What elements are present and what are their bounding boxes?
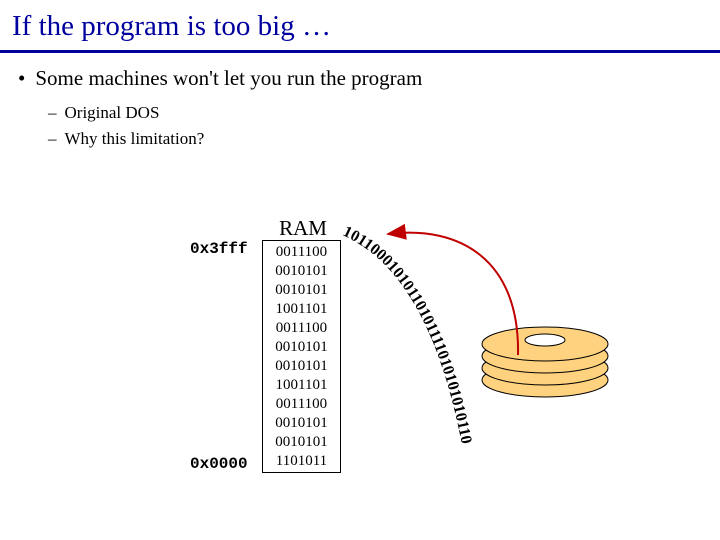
- subbullet-item: –Original DOS: [48, 103, 159, 123]
- ram-row: 0010101: [275, 358, 328, 374]
- top-address-label: 0x3fff: [190, 240, 248, 258]
- ram-row: 0011100: [275, 320, 328, 336]
- ram-label: RAM: [279, 216, 327, 240]
- subbullet-text: Why this limitation?: [64, 129, 205, 148]
- bottom-address-label: 0x0000: [190, 455, 248, 473]
- ram-row: 1101011: [275, 453, 328, 469]
- disk-stack-icon: [481, 326, 609, 398]
- ram-row: 1001101: [275, 301, 328, 317]
- bullet-text: Some machines won't let you run the prog…: [35, 66, 423, 90]
- subbullet-text: Original DOS: [64, 103, 160, 122]
- binary-stream-textpath: 10110001010110101111010101010110: [340, 223, 474, 445]
- ram-row: 0010101: [275, 282, 328, 298]
- load-arrow: [386, 223, 520, 356]
- subbullet-item: –Why this limitation?: [48, 129, 204, 149]
- bullet-item: • Some machines won't let you run the pro…: [18, 66, 422, 91]
- slide-title: If the program is too big …: [12, 10, 331, 42]
- ram-row: 1001101: [275, 377, 328, 393]
- ram-row: 0011100: [275, 244, 328, 260]
- ram-row: 0010101: [275, 263, 328, 279]
- ram-row: 0010101: [275, 339, 328, 355]
- ram-row: 0010101: [275, 415, 328, 431]
- dash-marker: –: [48, 129, 57, 148]
- dash-marker: –: [48, 103, 57, 122]
- ram-memory-box: 0011100 0010101 0010101 1001101 0011100 …: [262, 240, 341, 473]
- ram-row: 0011100: [275, 396, 328, 412]
- binary-stream-text: 10110001010110101111010101010110: [340, 223, 474, 445]
- ram-row: 0010101: [275, 434, 328, 450]
- title-underline: [0, 50, 720, 53]
- bullet-dot: •: [18, 66, 26, 90]
